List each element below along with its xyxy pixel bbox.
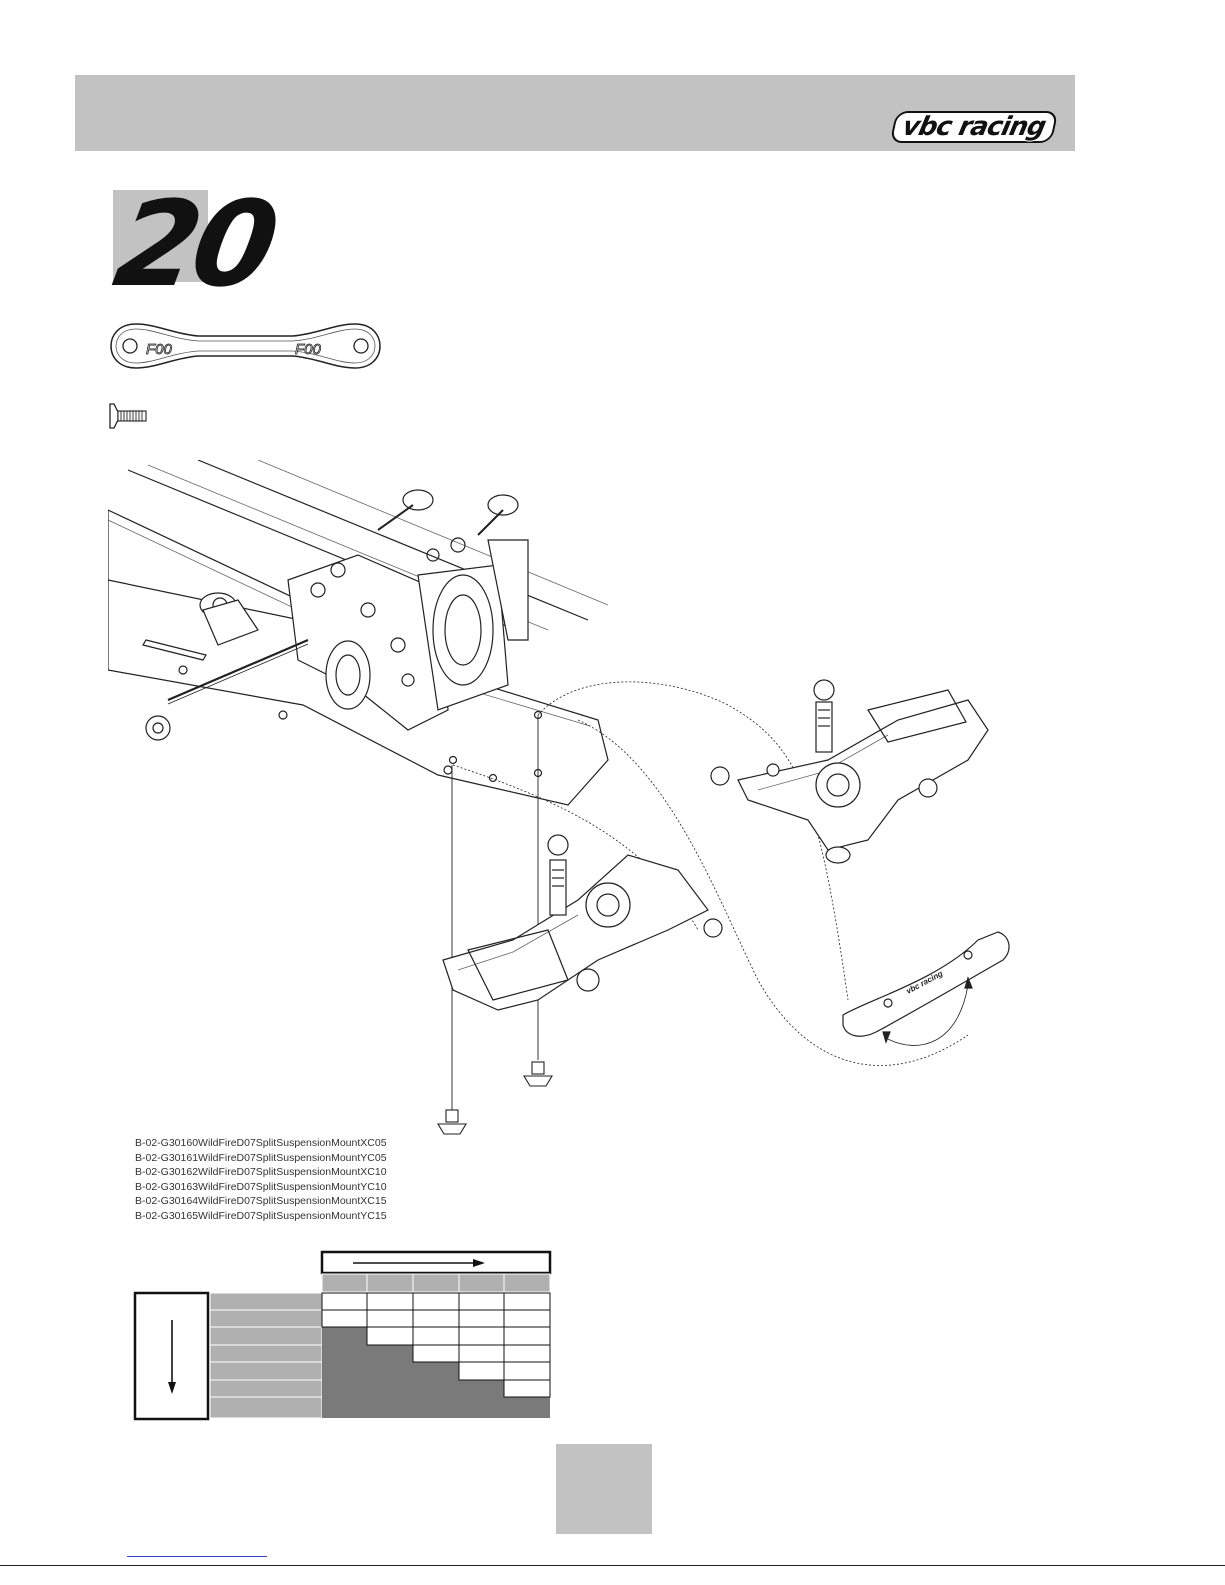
footer-rule xyxy=(0,1565,1225,1566)
mount-label-left: F00 xyxy=(146,341,173,358)
part-number-item: B-02-G30165WildFireD07SplitSuspensionMou… xyxy=(135,1209,387,1222)
front-bulkhead xyxy=(287,548,509,731)
flat-head-screw-icon xyxy=(109,403,147,429)
lower-arm-right xyxy=(710,679,989,864)
part-number-item: B-02-G30164WildFireD07SplitSuspensionMou… xyxy=(135,1195,387,1208)
split-suspension-mount: vbc racing xyxy=(842,931,1010,1046)
part-number-list: B-02-G30160WildFireD07SplitSuspensionMou… xyxy=(135,1136,455,1224)
assembly-diagram: vbc racing xyxy=(108,460,1010,1135)
lower-arm-center xyxy=(442,834,723,1011)
part-number-item: B-02-G30161WildFireD07SplitSuspensionMou… xyxy=(135,1151,387,1164)
page-number-box xyxy=(556,1444,652,1534)
upper-links xyxy=(377,489,529,641)
step-number-background xyxy=(113,190,208,282)
part-number-item: B-02-G30160WildFireD07SplitSuspensionMou… xyxy=(135,1137,387,1149)
part-number-item: B-02-G30162WildFireD07SplitSuspensionMou… xyxy=(135,1166,387,1179)
header-band: vbc racing xyxy=(75,75,1075,151)
steering-link xyxy=(145,592,309,741)
screw-lower-right xyxy=(523,1061,553,1087)
suspension-mount-part-icon: F00 F00 xyxy=(110,323,381,369)
screw-lower-left xyxy=(437,1109,467,1135)
step-number: 20 xyxy=(105,175,283,313)
setup-table xyxy=(133,1250,552,1421)
vbc-racing-logo: vbc racing xyxy=(889,111,1059,143)
mount-label-right: F00 xyxy=(295,341,322,358)
footer-link-underline[interactable] xyxy=(127,1556,267,1557)
part-number-item: B-02-G30163WildFireD07SplitSuspensionMou… xyxy=(135,1180,387,1193)
